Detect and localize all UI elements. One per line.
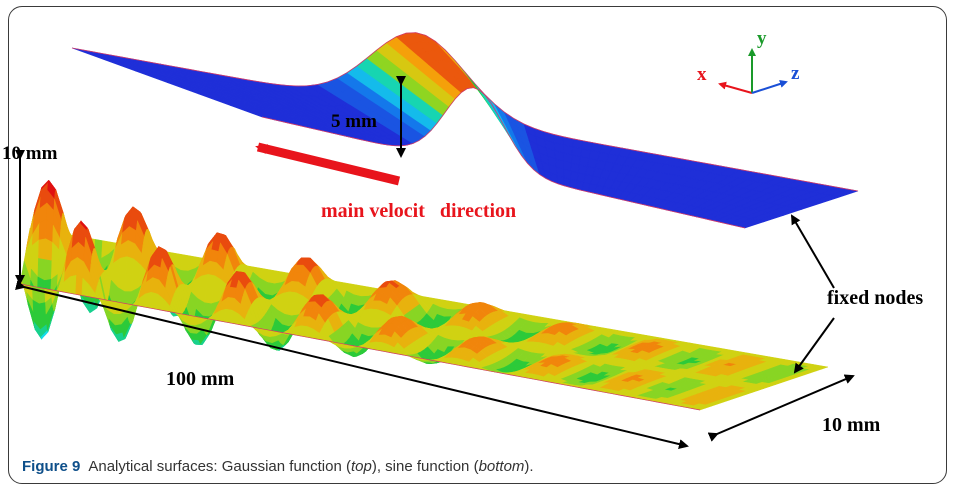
fixed-nodes-arrow-bottom — [793, 317, 835, 374]
fixed-nodes-arrow-top — [790, 214, 835, 289]
dimension-annotations — [15, 76, 855, 449]
caption-text-2: ), sine function ( — [371, 458, 479, 475]
axis-x-label: x — [697, 64, 707, 85]
velocity-arrow — [255, 142, 401, 186]
width-arrow — [707, 374, 855, 442]
length-arrow — [15, 280, 689, 449]
axis-x-arrow — [718, 81, 753, 94]
caption-text-3: ). — [524, 458, 534, 475]
length-label: 100 mm — [166, 368, 235, 390]
gauss-height-label: 5 mm — [331, 111, 377, 132]
caption-figure-label: Figure 9 — [22, 458, 81, 475]
caption-text-1: Analytical surfaces: Gaussian function ( — [88, 458, 351, 475]
fixed-nodes-label: fixed nodes — [827, 287, 923, 309]
caption-top: top — [350, 458, 372, 475]
axis-y-label: y — [757, 28, 767, 49]
axis-z-arrow — [751, 80, 788, 94]
width-label: 10 mm — [822, 414, 881, 436]
axis-triad: x y z — [697, 28, 800, 94]
axis-z-label: z — [791, 63, 800, 84]
figure-caption: Figure 9 Analytical surfaces: Gaussian fu… — [22, 458, 534, 475]
velocity-label: main velocit direction — [321, 200, 516, 222]
caption-bottom: bottom — [478, 458, 525, 475]
gaussian-surface — [71, 32, 859, 229]
sine-height-label: 10 mm — [2, 143, 58, 164]
